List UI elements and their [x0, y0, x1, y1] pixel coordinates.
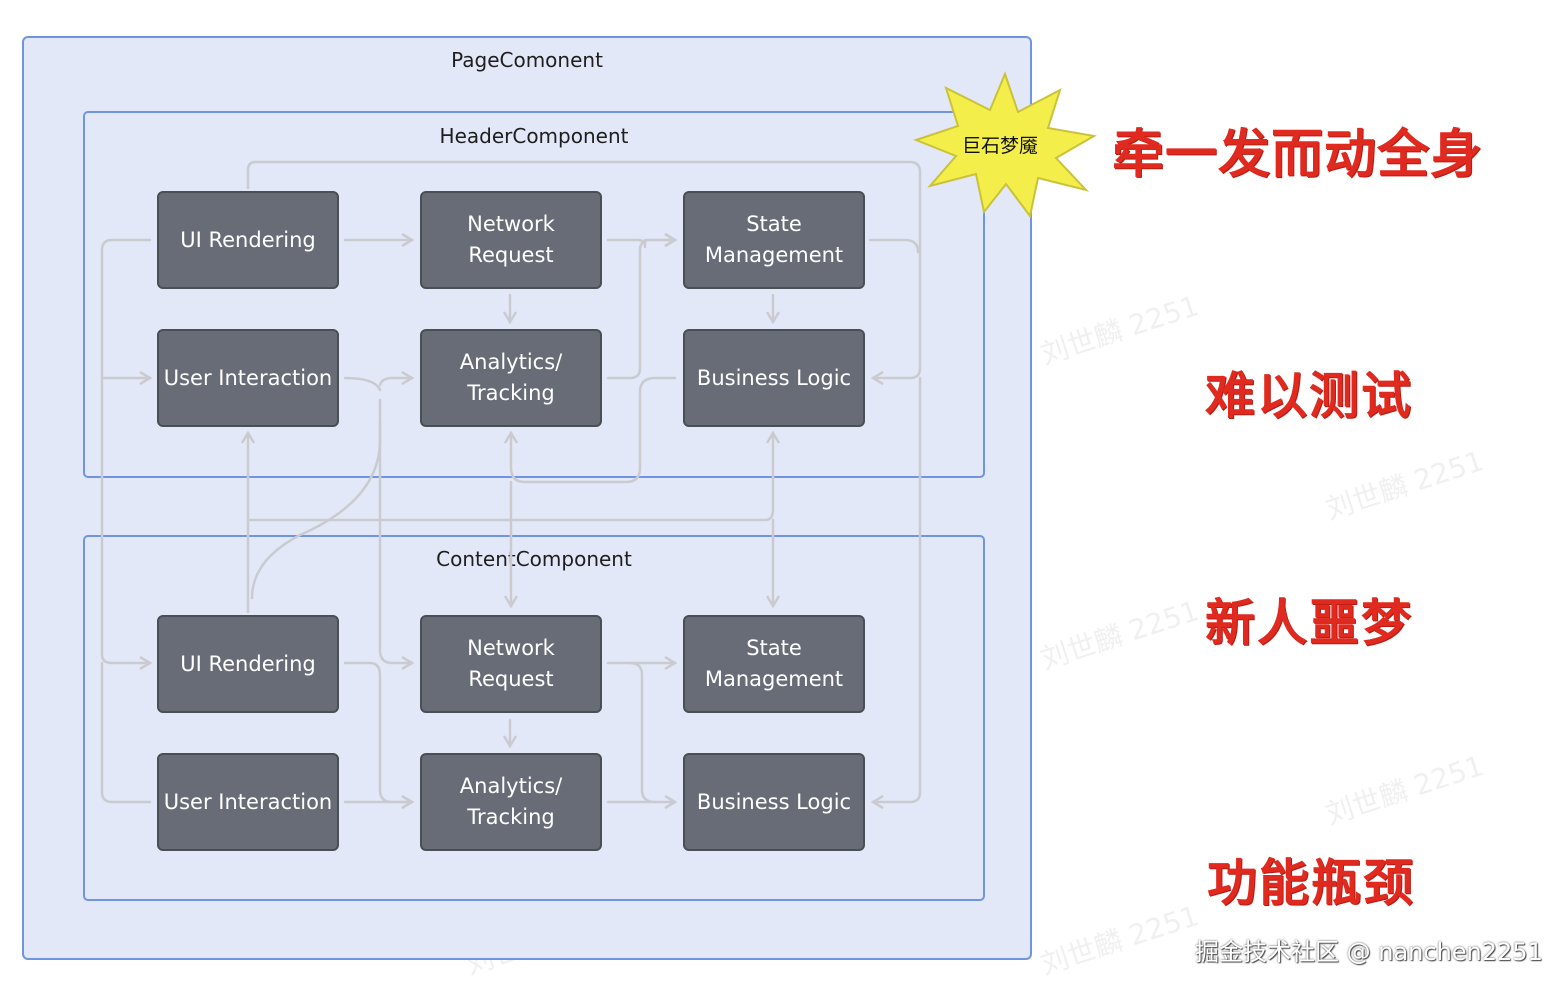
- starburst-label: 巨石梦魇: [962, 135, 1039, 157]
- header-state-management-node: State Management: [683, 191, 865, 289]
- pain-point-feature-bottleneck: 功能瓶颈: [1207, 853, 1415, 912]
- header-user-interaction-node: User Interaction: [157, 329, 339, 427]
- starburst-shape: [913, 71, 1097, 219]
- pain-point-hard-to-test: 难以测试: [1205, 366, 1413, 425]
- credit-watermark: 掘金技术社区 @ nanchen2251: [1195, 938, 1543, 966]
- page-component-title: PageComonent: [451, 48, 603, 72]
- content-component-title: ContentComponent: [436, 547, 632, 571]
- header-business-logic-node: Business Logic: [683, 329, 865, 427]
- content-ui-rendering-node: UI Rendering: [157, 615, 339, 713]
- content-state-management-node: State Management: [683, 615, 865, 713]
- pain-point-ripple-effect: 牵一发而动全身: [1112, 124, 1484, 185]
- content-business-logic-node: Business Logic: [683, 753, 865, 851]
- content-user-interaction-node: User Interaction: [157, 753, 339, 851]
- monolith-starburst: [913, 71, 1097, 219]
- header-network-request-node: Network Request: [420, 191, 602, 289]
- content-analytics-tracking-node: Analytics/ Tracking: [420, 753, 602, 851]
- header-analytics-tracking-node: Analytics/ Tracking: [420, 329, 602, 427]
- content-network-request-node: Network Request: [420, 615, 602, 713]
- header-component-title: HeaderComponent: [439, 124, 629, 148]
- header-ui-rendering-node: UI Rendering: [157, 191, 339, 289]
- pain-point-newcomer-nightmare: 新人噩梦: [1205, 593, 1413, 652]
